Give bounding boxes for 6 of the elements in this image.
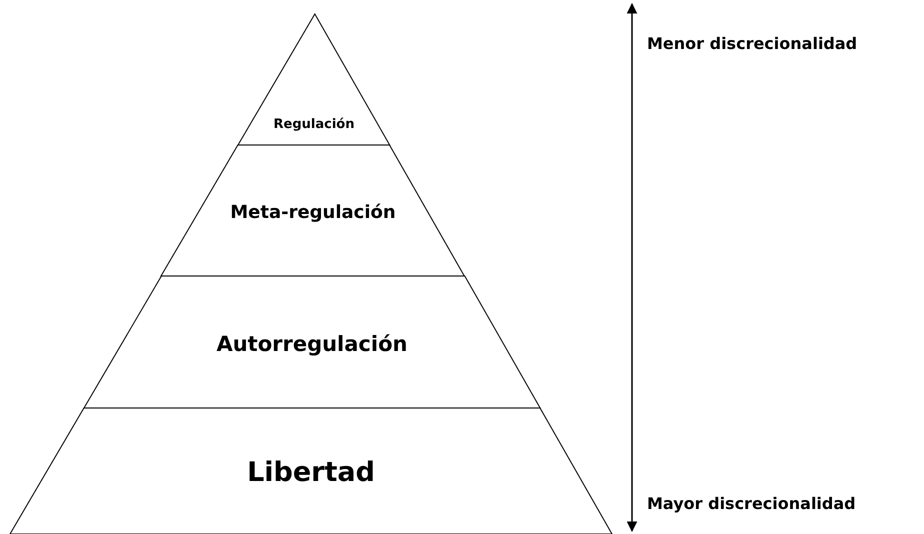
- tier-label: Regulación: [274, 117, 354, 133]
- tier-label: Autorregulación: [216, 332, 408, 358]
- tier-label: Libertad: [247, 456, 375, 490]
- scale-label: Mayor discrecionalidad: [647, 494, 856, 513]
- tier-label: Meta-regulación: [230, 202, 396, 224]
- scale-label: Menor discrecionalidad: [647, 34, 858, 53]
